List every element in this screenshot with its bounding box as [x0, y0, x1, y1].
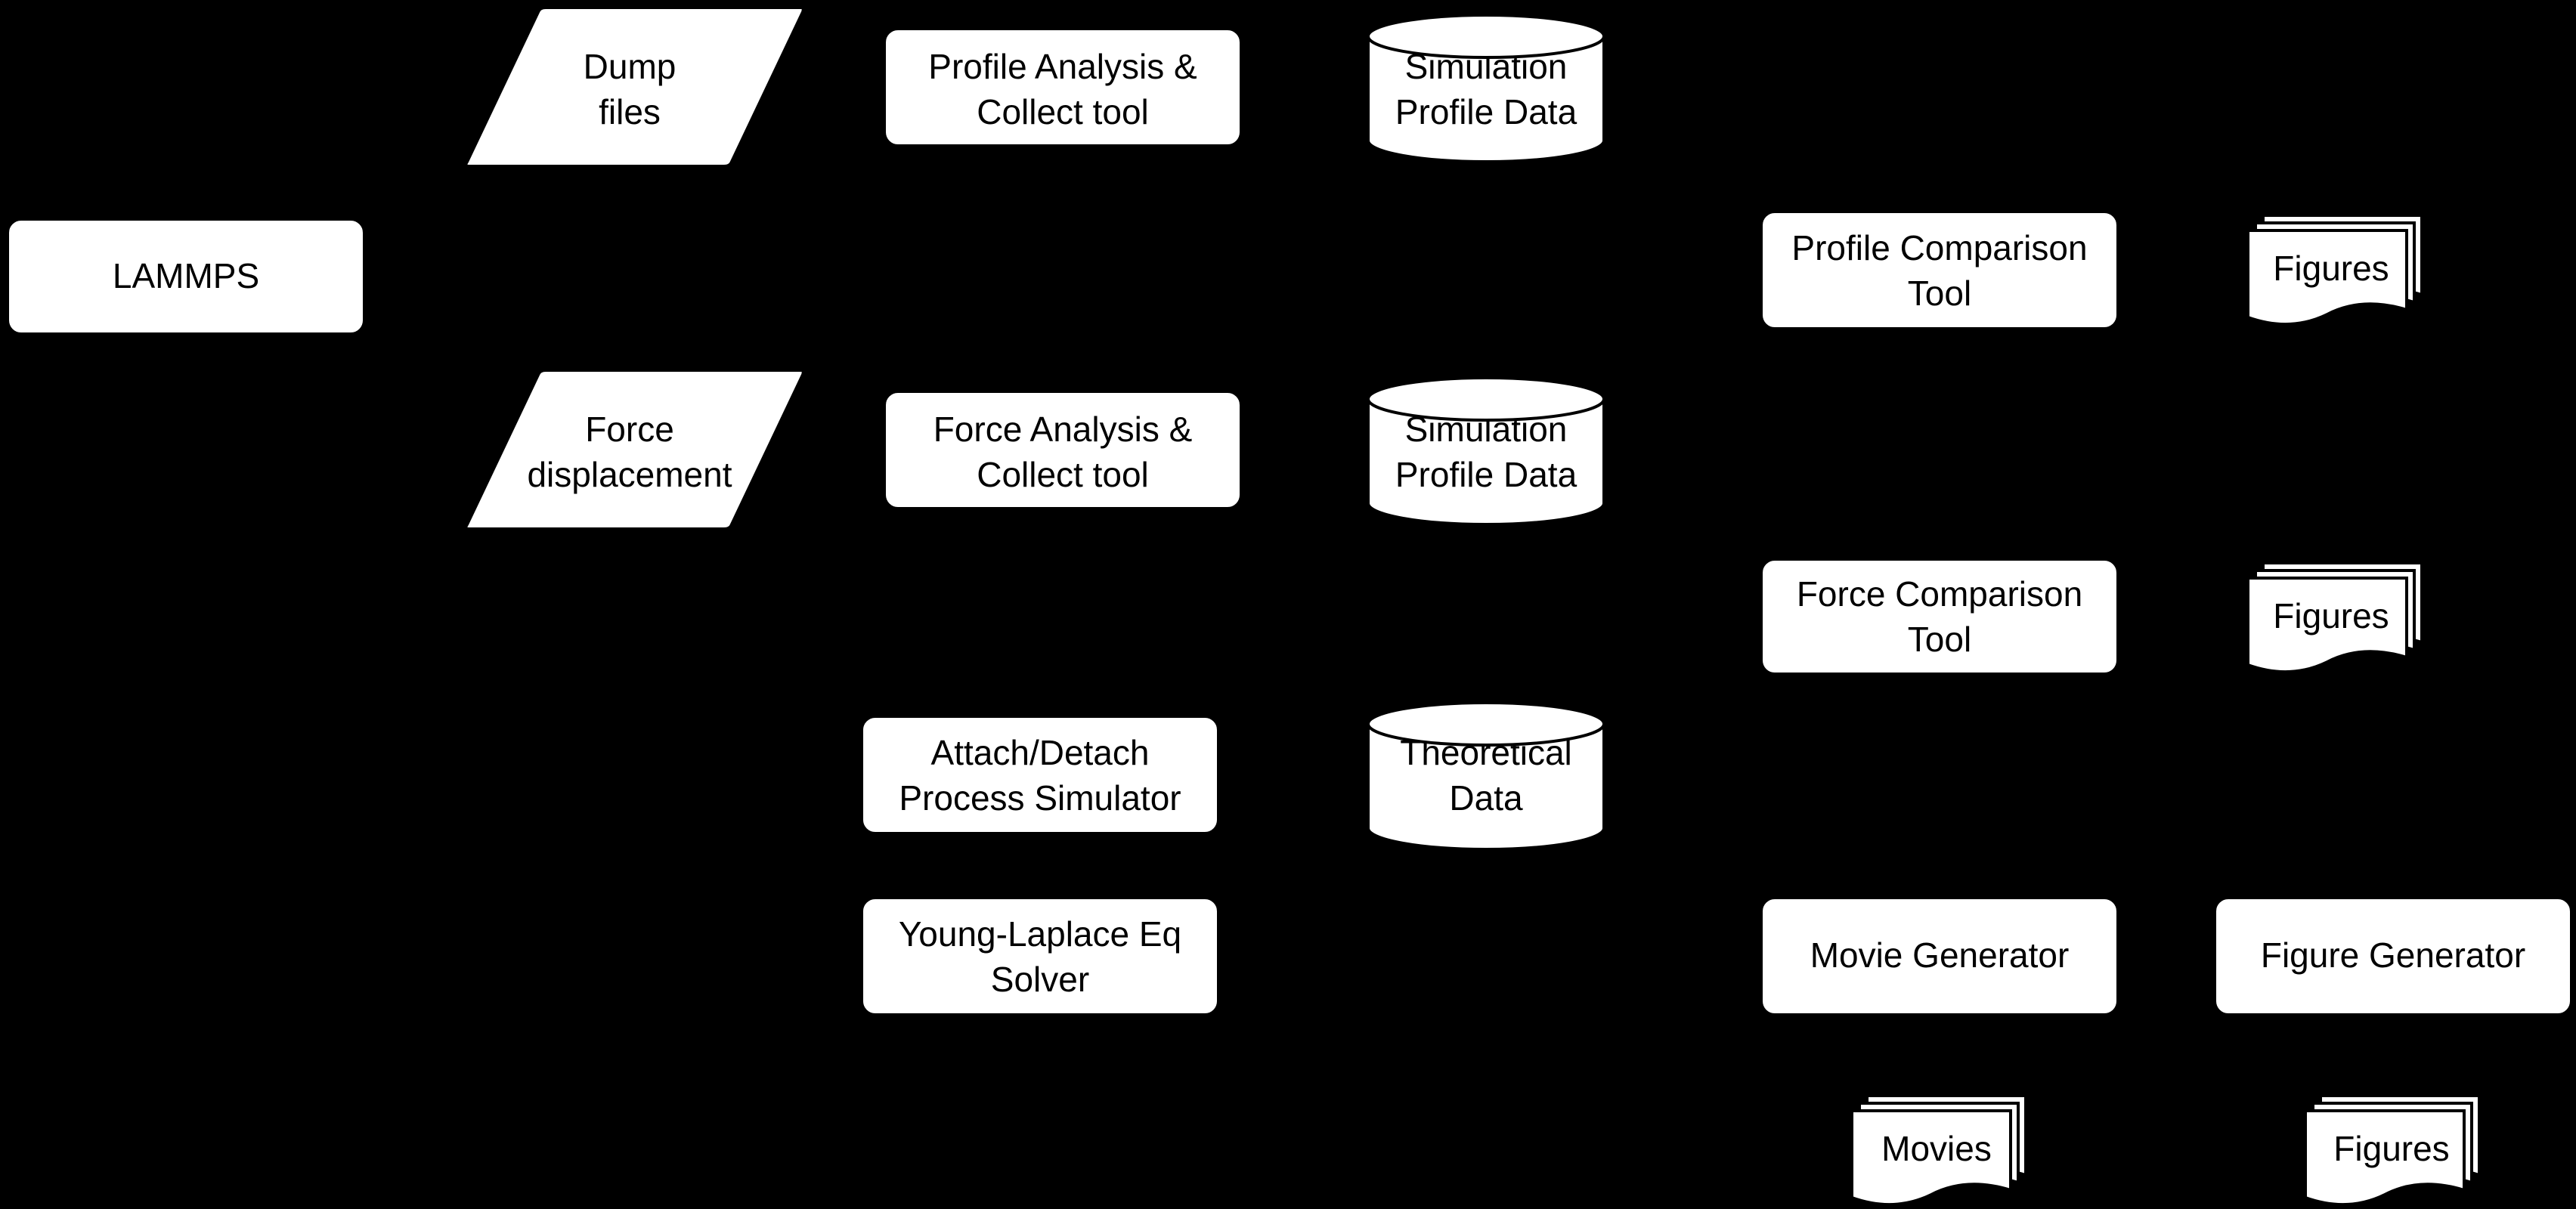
movie-generator-label: Movie Generator: [1810, 935, 2070, 975]
figure-generator-node[interactable]: Figure Generator: [2213, 896, 2573, 1016]
simulation-profile-data-1-cylinder-top: [1367, 14, 1605, 59]
profile-comparison-tool-label-line2: Tool: [1908, 274, 1971, 313]
force-comparison-tool-node[interactable]: Force Comparison Tool: [1760, 558, 2119, 676]
figures-3-label: Figures: [2333, 1129, 2449, 1168]
attach-detach-simulator-label-line1: Attach/Detach: [931, 733, 1150, 772]
figures-1-label: Figures: [2273, 249, 2389, 288]
simulation-profile-data-1-cylinder-body: [1367, 36, 1605, 163]
attach-detach-simulator-label-line2: Process Simulator: [899, 778, 1181, 818]
young-laplace-solver-label-line2: Solver: [991, 960, 1089, 999]
force-comparison-tool-box: [1760, 558, 2119, 676]
dump-files-label-line1: Dump: [584, 47, 677, 86]
force-analysis-tool-label-line2: Collect tool: [977, 455, 1149, 494]
simulation-profile-data-2-cylinder-top: [1367, 376, 1605, 422]
force-analysis-tool-node[interactable]: Force Analysis & Collect tool: [883, 390, 1243, 510]
dump-files-label-line2: files: [599, 92, 661, 131]
profile-analysis-tool-box: [883, 27, 1243, 147]
attach-detach-simulator-box: [860, 715, 1220, 835]
profile-analysis-tool-label-line2: Collect tool: [977, 92, 1149, 131]
profile-comparison-tool-label-line1: Profile Comparison: [1791, 228, 2087, 267]
young-laplace-solver-box: [860, 896, 1220, 1016]
figures-1-sheet-front: [2246, 229, 2408, 326]
simulation-profile-data-2-node[interactable]: Simulation Profile Data: [1367, 376, 1605, 526]
lammps-node[interactable]: LAMMPS: [6, 218, 366, 335]
profile-comparison-tool-node[interactable]: Profile Comparison Tool: [1760, 210, 2119, 330]
force-displacement-node[interactable]: Force displacement: [464, 369, 805, 530]
theoretical-data-cylinder-body: [1367, 724, 1605, 851]
force-analysis-tool-label-line1: Force Analysis &: [933, 410, 1193, 449]
simulation-profile-data-2-label-line2: Profile Data: [1395, 455, 1577, 494]
movie-generator-node[interactable]: Movie Generator: [1760, 896, 2119, 1016]
figures-2-label: Figures: [2273, 596, 2389, 635]
movies-node[interactable]: Movies: [1850, 1094, 2027, 1207]
force-analysis-tool-box: [883, 390, 1243, 510]
movies-label: Movies: [1881, 1129, 1992, 1168]
profile-comparison-tool-box: [1760, 210, 2119, 330]
figures-3-node[interactable]: Figures: [2304, 1094, 2481, 1207]
figures-1-node[interactable]: Figures: [2246, 214, 2423, 326]
simulation-profile-data-1-node[interactable]: Simulation Profile Data: [1367, 14, 1605, 163]
theoretical-data-node[interactable]: Theoretical Data: [1367, 701, 1605, 851]
figures-2-node[interactable]: Figures: [2246, 561, 2423, 674]
lammps-box: [6, 218, 366, 335]
young-laplace-solver-node[interactable]: Young-Laplace Eq Solver: [860, 896, 1220, 1016]
figure-generator-box: [2213, 896, 2573, 1016]
lammps-label: LAMMPS: [113, 256, 259, 295]
force-comparison-tool-label-line1: Force Comparison: [1797, 574, 2082, 614]
force-displacement-label-line2: displacement: [527, 455, 732, 494]
profile-analysis-tool-node[interactable]: Profile Analysis & Collect tool: [883, 27, 1243, 147]
attach-detach-simulator-node[interactable]: Attach/Detach Process Simulator: [860, 715, 1220, 835]
movies-sheet-front: [1850, 1109, 2012, 1207]
profile-analysis-tool-label-line1: Profile Analysis &: [928, 47, 1197, 86]
theoretical-data-label-line2: Data: [1449, 778, 1523, 818]
dump-files-parallelogram: [464, 6, 805, 168]
simulation-profile-data-2-cylinder-body: [1367, 399, 1605, 526]
young-laplace-solver-label-line1: Young-Laplace Eq: [899, 914, 1181, 954]
figures-3-sheet-front: [2304, 1109, 2466, 1207]
simulation-profile-data-1-label-line2: Profile Data: [1395, 92, 1577, 131]
dump-files-node[interactable]: Dump files: [464, 6, 805, 168]
force-comparison-tool-label-line2: Tool: [1908, 620, 1971, 659]
force-displacement-parallelogram: [464, 369, 805, 530]
figures-2-sheet-front: [2246, 577, 2408, 674]
force-displacement-label-line1: Force: [585, 410, 674, 449]
theoretical-data-cylinder-top: [1367, 701, 1605, 747]
movie-generator-box: [1760, 896, 2119, 1016]
figure-generator-label: Figure Generator: [2261, 935, 2525, 975]
